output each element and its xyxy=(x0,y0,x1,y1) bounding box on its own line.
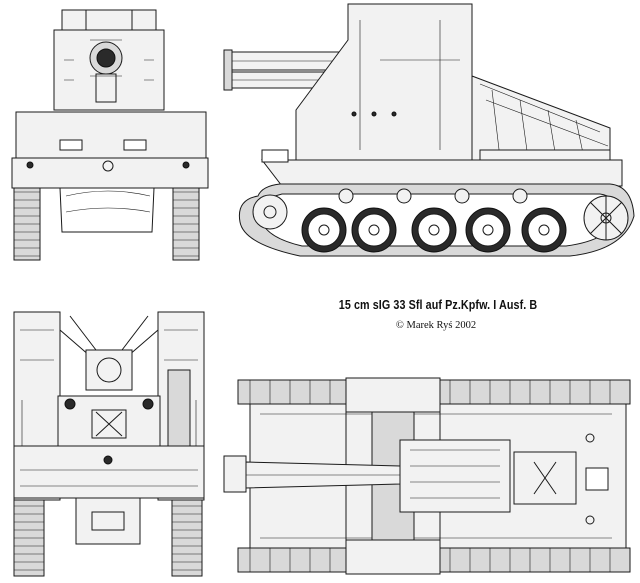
drawing-credit: © Marek Ryś 2002 xyxy=(395,320,477,331)
front-right-track xyxy=(172,184,200,261)
rear-left-track xyxy=(13,497,45,577)
side-hull xyxy=(260,149,623,187)
rear-hull xyxy=(13,445,205,545)
drawing-title: 15 cm sIG 33 Sfl auf Pz.Kpfw. I Ausf. B xyxy=(338,298,538,312)
rear-gun-breech xyxy=(57,315,161,447)
side-rear-frame xyxy=(471,75,611,167)
side-return-rollers xyxy=(338,188,528,204)
rear-view xyxy=(13,311,205,577)
side-view xyxy=(223,3,635,257)
side-drive-sprocket xyxy=(252,194,288,230)
top-view xyxy=(223,377,631,575)
front-hull xyxy=(11,111,209,233)
top-engine-deck xyxy=(399,433,609,525)
side-road-wheels xyxy=(301,207,567,253)
side-gun-shield xyxy=(295,3,473,161)
rear-right-track xyxy=(171,497,203,577)
side-idler-wheel xyxy=(583,195,629,241)
front-view xyxy=(11,9,209,261)
front-gun-muzzle xyxy=(89,39,123,103)
front-left-track xyxy=(13,184,41,261)
